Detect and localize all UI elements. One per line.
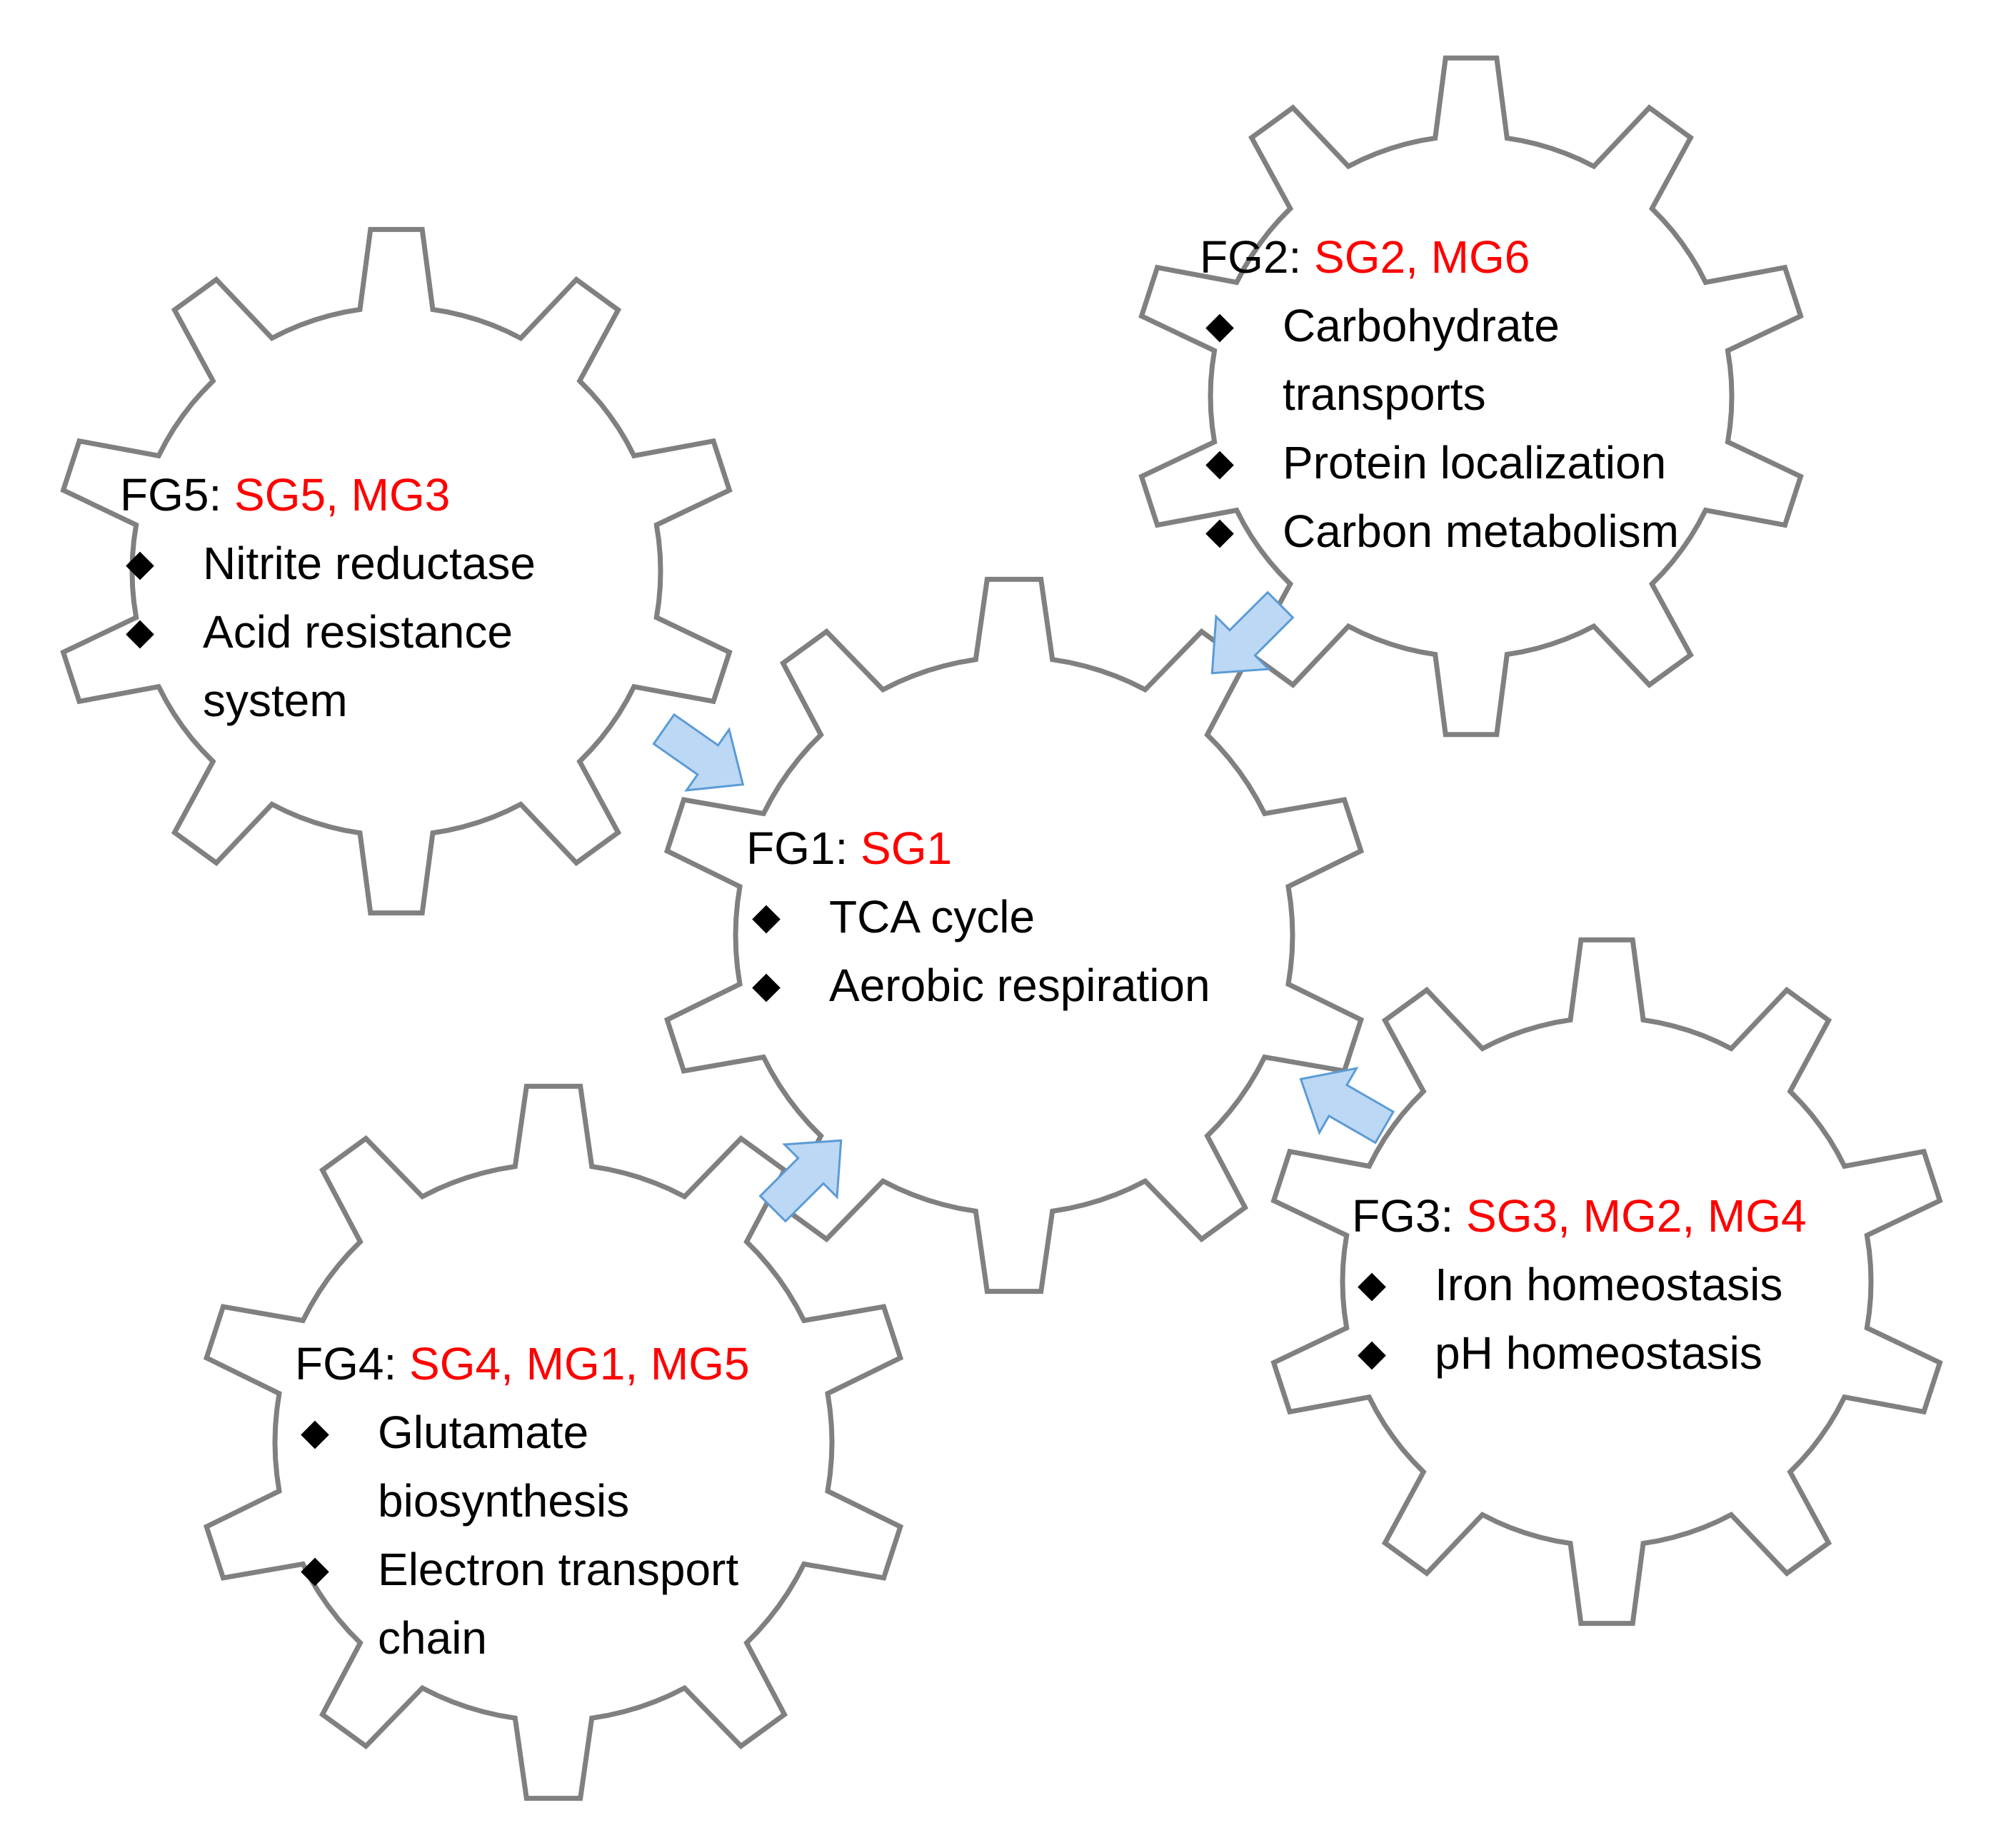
diamond-bullet-icon: ◆ bbox=[1205, 305, 1234, 346]
item-text: TCA cycle bbox=[829, 891, 1035, 942]
list-item: ◆ Carbon metabolism bbox=[1200, 497, 1679, 565]
list-item: ◆ Protein localization bbox=[1200, 428, 1679, 497]
list-item: ◆ Carbohydrate transports bbox=[1200, 291, 1679, 428]
diamond-bullet-icon: ◆ bbox=[126, 543, 154, 584]
list-item: ◆ Electron transport chain bbox=[295, 1535, 821, 1672]
list-item: ◆ Nitrite reductase bbox=[120, 529, 574, 598]
gear-shape-fg3 bbox=[1270, 937, 1943, 1627]
diamond-bullet-icon: ◆ bbox=[1205, 511, 1234, 552]
diamond-bullet-icon: ◆ bbox=[301, 1412, 329, 1453]
diamond-bullet-icon: ◆ bbox=[1358, 1264, 1386, 1305]
gear-id: FG5: bbox=[120, 469, 222, 521]
gear-groups: SG2, MG6 bbox=[1314, 231, 1530, 283]
gear-id: FG2: bbox=[1200, 231, 1302, 283]
gear-title: FG3: SG3, MG2, MG4 bbox=[1352, 1182, 1807, 1250]
item-text: Protein localization bbox=[1283, 437, 1667, 488]
gear-groups: SG1 bbox=[861, 823, 953, 874]
diamond-bullet-icon: ◆ bbox=[301, 1549, 329, 1590]
gear-shape-fg1 bbox=[663, 576, 1365, 1294]
diamond-bullet-icon: ◆ bbox=[1205, 442, 1234, 483]
gear-id: FG1: bbox=[746, 823, 848, 874]
diamond-bullet-icon: ◆ bbox=[752, 896, 781, 937]
gear-title: FG1: SG1 bbox=[746, 814, 1210, 883]
gear-label-fg3: FG3: SG3, MG2, MG4 ◆ Iron homeostasis ◆ … bbox=[1352, 1182, 1807, 1387]
gear-shape-fg5 bbox=[60, 226, 733, 916]
list-item: ◆ pH homeostasis bbox=[1352, 1319, 1807, 1387]
item-text: Iron homeostasis bbox=[1435, 1259, 1783, 1310]
arrow-icon-fg3-to-fg1 bbox=[1299, 1067, 1395, 1145]
diamond-bullet-icon: ◆ bbox=[1358, 1332, 1386, 1374]
item-text: Nitrite reductase bbox=[203, 538, 536, 589]
diamond-bullet-icon: ◆ bbox=[126, 611, 154, 653]
gear-label-fg2: FG2: SG2, MG6 ◆ Carbohydrate transports … bbox=[1200, 223, 1679, 565]
gear-groups: SG5, MG3 bbox=[234, 469, 451, 521]
gear-id: FG3: bbox=[1352, 1190, 1454, 1242]
gear-id: FG4: bbox=[295, 1338, 397, 1389]
gear-shape-fg2 bbox=[1138, 55, 1804, 738]
item-text: Carbohydrate transports bbox=[1283, 300, 1560, 420]
gear-label-fg1: FG1: SG1 ◆ TCA cycle ◆ Aerobic respirati… bbox=[746, 814, 1210, 1020]
arrow-icon-fg5-to-fg1 bbox=[652, 713, 745, 792]
item-text: Aerobic respiration bbox=[829, 960, 1210, 1011]
gear-groups: SG3, MG2, MG4 bbox=[1466, 1190, 1807, 1242]
gear-shape-fg4 bbox=[203, 1083, 904, 1801]
gear-label-fg4: FG4: SG4, MG1, MG5 ◆ Glutamate biosynthe… bbox=[295, 1329, 821, 1672]
list-item: ◆ Aerobic respiration bbox=[746, 951, 1210, 1020]
item-text: Electron transport chain bbox=[378, 1544, 739, 1664]
item-text: Acid resistance system bbox=[203, 606, 513, 726]
gear-groups: SG4, MG1, MG5 bbox=[409, 1338, 750, 1389]
list-item: ◆ Glutamate biosynthesis bbox=[295, 1398, 821, 1535]
diamond-bullet-icon: ◆ bbox=[752, 965, 781, 1006]
list-item: ◆ TCA cycle bbox=[746, 883, 1210, 951]
arrow-icon-fg2-to-fg1 bbox=[1210, 590, 1295, 675]
list-item: ◆ Iron homeostasis bbox=[1352, 1250, 1807, 1319]
item-text: Carbon metabolism bbox=[1283, 506, 1679, 557]
gear-label-fg5: FG5: SG5, MG3 ◆ Nitrite reductase ◆ Acid… bbox=[120, 461, 574, 735]
arrow-icon-fg4-to-fg1 bbox=[758, 1139, 843, 1223]
gear-title: FG4: SG4, MG1, MG5 bbox=[295, 1329, 821, 1398]
item-text: Glutamate biosynthesis bbox=[378, 1407, 630, 1527]
gear-title: FG2: SG2, MG6 bbox=[1200, 223, 1679, 291]
item-text: pH homeostasis bbox=[1435, 1327, 1762, 1379]
list-item: ◆ Acid resistance system bbox=[120, 598, 574, 735]
gear-title: FG5: SG5, MG3 bbox=[120, 461, 574, 529]
